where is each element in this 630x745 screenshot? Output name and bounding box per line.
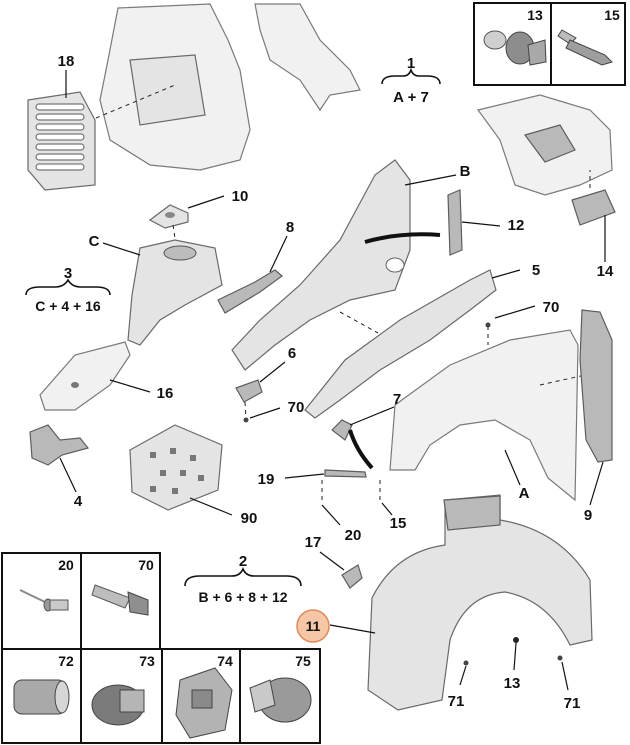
part-5-rail — [304, 269, 497, 419]
fastener-grid — [1, 552, 321, 744]
label-13-top: 13 — [527, 7, 543, 23]
part-6-clip — [235, 379, 263, 403]
clip-73-icon — [91, 684, 145, 726]
label-12: 12 — [508, 217, 525, 234]
part-12-strip — [447, 189, 463, 256]
label-3-formula: C + 4 + 16 — [35, 298, 101, 314]
label-grid-75: 75 — [295, 653, 311, 669]
label-2: 2 — [239, 553, 247, 570]
part-11-arch-liner — [367, 494, 593, 711]
part-10-cap — [148, 204, 189, 229]
label-15-top: 15 — [604, 7, 620, 23]
rivet-20-icon — [19, 589, 69, 612]
rivet-15-icon — [557, 29, 613, 66]
label-13-bot: 13 — [504, 675, 521, 692]
label-grid-72: 72 — [58, 653, 74, 669]
nut-72-icon — [13, 679, 70, 715]
label-B: B — [460, 163, 471, 180]
label-11: 11 — [306, 618, 321, 634]
label-8: 8 — [286, 219, 294, 236]
label-10: 10 — [232, 188, 249, 205]
part-17-clip — [341, 564, 363, 589]
part-A-front-wing — [389, 329, 579, 502]
part-16-panel — [39, 341, 131, 411]
label-14: 14 — [597, 263, 614, 280]
label-9: 9 — [584, 507, 592, 524]
label-1: 1 — [407, 55, 415, 72]
part-2-side-member — [231, 159, 411, 371]
part-90-kit — [129, 424, 223, 511]
label-grid-70: 70 — [138, 557, 154, 573]
callout-labels: 18 1 A + 7 13 15 B 10 C 8 12 3 C + 4 + 1… — [35, 7, 620, 712]
part-9-seal — [579, 309, 613, 463]
label-6: 6 — [288, 345, 296, 362]
part-bracket-right — [476, 94, 613, 196]
label-A: A — [519, 485, 530, 502]
label-19: 19 — [258, 471, 275, 488]
label-7: 7 — [393, 391, 401, 408]
label-16: 16 — [157, 385, 174, 402]
label-20-mid: 20 — [345, 527, 362, 544]
label-1-formula: A + 7 — [393, 89, 429, 106]
part-14-clip — [571, 189, 616, 226]
label-17: 17 — [305, 534, 322, 551]
label-4: 4 — [74, 493, 83, 510]
plug-75-icon — [249, 677, 312, 723]
part-8-bracket — [217, 269, 283, 314]
part-1-inner-panel — [99, 3, 361, 171]
label-70-a: 70 — [543, 299, 560, 316]
label-C: C — [89, 233, 100, 250]
highlight-circle-11 — [296, 609, 330, 643]
label-2-formula: B + 6 + 8 + 12 — [198, 589, 287, 605]
clip-13-icon — [483, 30, 547, 66]
screw-70-icon — [91, 584, 149, 616]
part-7-bracket — [331, 419, 353, 441]
label-90: 90 — [241, 510, 258, 527]
label-70-b: 70 — [288, 399, 305, 416]
label-grid-20: 20 — [58, 557, 74, 573]
label-grid-73: 73 — [139, 653, 155, 669]
part-3-strut-tower — [127, 239, 223, 346]
clip-74-icon — [175, 667, 233, 739]
part-18-grille — [27, 91, 96, 191]
fastener-box-13-15 — [473, 2, 626, 86]
label-5: 5 — [532, 262, 540, 279]
part-4-bracket — [29, 424, 90, 466]
label-15-bot: 15 — [390, 515, 407, 532]
label-71-a: 71 — [448, 693, 465, 710]
label-71-b: 71 — [564, 695, 581, 712]
label-18: 18 — [58, 53, 75, 70]
label-grid-74: 74 — [217, 653, 233, 669]
part-19-strip — [324, 469, 367, 478]
label-3: 3 — [64, 265, 72, 282]
